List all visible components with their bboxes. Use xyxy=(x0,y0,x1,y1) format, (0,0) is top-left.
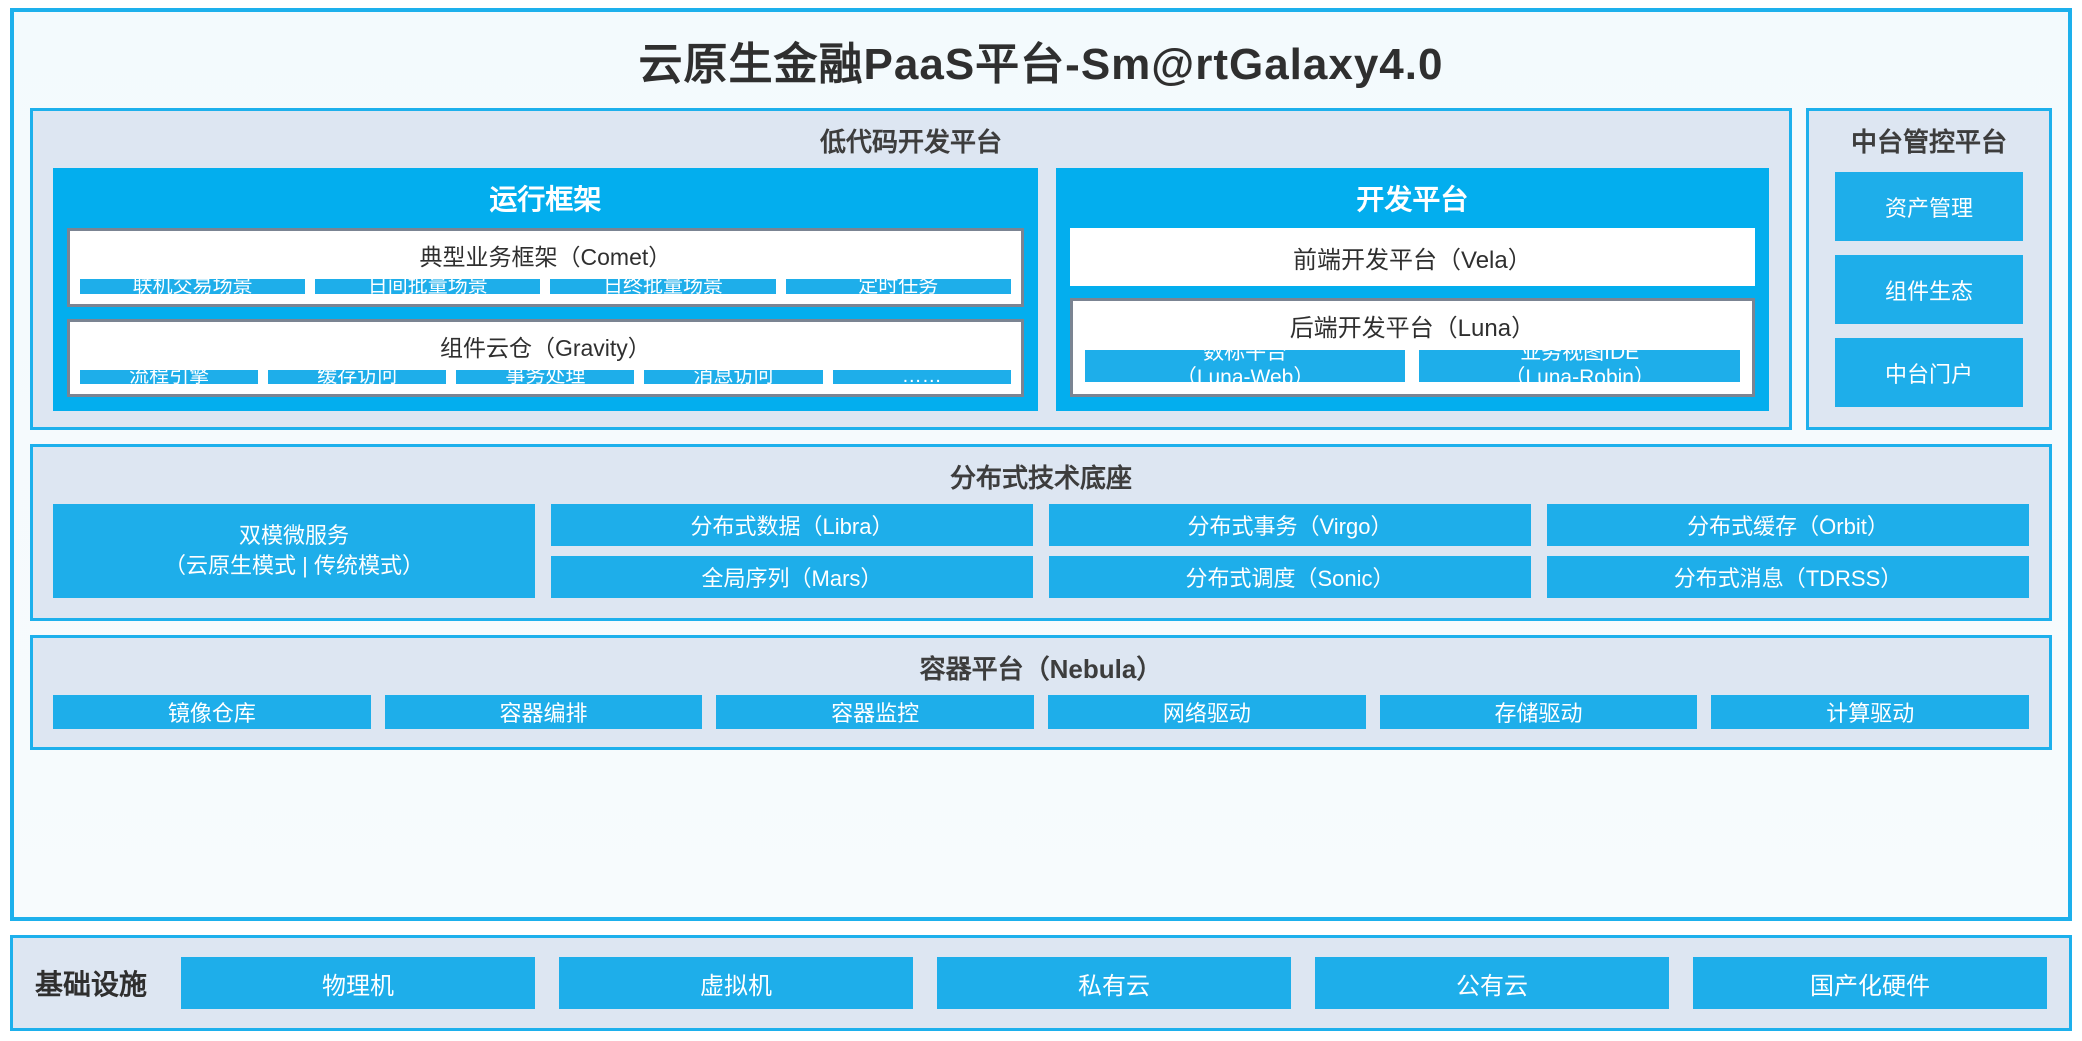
chip-global-sequence-mars[interactable]: 全局序列（Mars） xyxy=(551,556,1033,598)
chip-distributed-message-tdrss[interactable]: 分布式消息（TDRSS） xyxy=(1547,556,2029,598)
frontend-platform-vela[interactable]: 前端开发平台（Vela） xyxy=(1069,228,1755,286)
chip-online-transaction[interactable]: 联机交易场景 xyxy=(80,275,306,297)
techbase-column-1: 分布式数据（Libra） 全局序列（Mars） xyxy=(551,504,1033,598)
runtime-framework-groups: 典型业务框架（Comet） 联机交易场景 日间批量场景 日终批量场景 定时任务 … xyxy=(67,228,1024,397)
container-platform-body: 镜像仓库 容器编排 容器监控 网络驱动 存储驱动 计算驱动 xyxy=(33,695,2049,747)
chip-distributed-cache-orbit[interactable]: 分布式缓存（Orbit） xyxy=(1547,504,2029,546)
chip-transaction-processing[interactable]: 事务处理 xyxy=(456,365,635,387)
chip-dual-mode-microservice[interactable]: 双模微服务 （云原生模式 | 传统模式） xyxy=(53,504,535,598)
lowcode-platform-panel: 低代码开发平台 运行框架 典型业务框架（Comet） 联机交易场景 日间批量场景 xyxy=(30,108,1792,430)
techbase-panel: 分布式技术底座 双模微服务 （云原生模式 | 传统模式） 分布式数据（Libra… xyxy=(30,444,2052,621)
chip-network-driver[interactable]: 网络驱动 xyxy=(1048,695,1366,729)
gravity-chip-row: 流程引擎 缓存访问 事务处理 消息访问 …… xyxy=(80,365,1011,387)
runtime-framework-card: 运行框架 典型业务框架（Comet） 联机交易场景 日间批量场景 日终批量场景 … xyxy=(53,168,1038,411)
chip-distributed-data-libra[interactable]: 分布式数据（Libra） xyxy=(551,504,1033,546)
lowcode-platform-title: 低代码开发平台 xyxy=(819,127,1002,157)
infrastructure-label: 基础设施 xyxy=(35,969,148,1000)
chip-luna-robin-line1: 业务视图IDE xyxy=(1520,341,1640,365)
platform-frame: 云原生金融PaaS平台-Sm@rtGalaxy4.0 低代码开发平台 运行框架 … xyxy=(10,8,2072,921)
techbase-title: 分布式技术底座 xyxy=(949,463,1132,493)
chip-storage-driver[interactable]: 存储驱动 xyxy=(1379,695,1698,729)
chip-distributed-transaction-virgo[interactable]: 分布式事务（Virgo） xyxy=(1049,504,1531,546)
chip-image-repository[interactable]: 镜像仓库 xyxy=(53,695,371,729)
chip-cache-access[interactable]: 缓存访问 xyxy=(268,365,447,387)
chip-dual-mode-line1: 双模微服务 xyxy=(238,523,349,549)
midplatform-title: 中台管控平台 xyxy=(1850,127,2007,157)
chip-luna-robin[interactable]: 业务视图IDE （Luna-Robin） xyxy=(1419,341,1740,389)
comet-chip-row: 联机交易场景 日间批量场景 日终批量场景 定时任务 xyxy=(80,275,1011,297)
chip-compute-driver[interactable]: 计算驱动 xyxy=(1711,695,2030,729)
development-platform-body: 前端开发平台（Vela） 后端开发平台（Luna） 数标平台 （Luna-Web… xyxy=(1069,228,1755,397)
infrastructure-chip-row: 物理机 虚拟机 私有云 公有云 国产化硬件 xyxy=(181,957,2048,1009)
infrastructure-panel: 基础设施 物理机 虚拟机 私有云 公有云 国产化硬件 xyxy=(10,935,2072,1031)
luna-chip-row: 数标平台 （Luna-Web） 业务视图IDE （Luna-Robin） xyxy=(1084,341,1740,389)
techbase-column-3: 分布式缓存（Orbit） 分布式消息（TDRSS） xyxy=(1547,504,2029,598)
techbase-column-2: 分布式事务（Virgo） 分布式调度（Sonic） xyxy=(1049,504,1531,598)
chip-process-engine[interactable]: 流程引擎 xyxy=(80,365,259,387)
container-platform-title: 容器平台（Nebula） xyxy=(919,654,1163,684)
backend-platform-luna-group: 后端开发平台（Luna） 数标平台 （Luna-Web） 业务视图IDE （Lu… xyxy=(1069,298,1755,397)
chip-message-access[interactable]: 消息访问 xyxy=(644,365,823,387)
upper-row: 低代码开发平台 运行框架 典型业务框架（Comet） 联机交易场景 日间批量场景 xyxy=(30,108,2052,430)
container-platform-panel: 容器平台（Nebula） 镜像仓库 容器编排 容器监控 网络驱动 存储驱动 计算… xyxy=(30,635,2052,750)
gravity-group-title: 组件云仓（Gravity） xyxy=(439,334,651,361)
chip-dual-mode-line2: （云原生模式 | 传统模式） xyxy=(164,553,424,578)
techbase-body: 双模微服务 （云原生模式 | 传统模式） 分布式数据（Libra） 全局序列（M… xyxy=(33,504,2049,618)
page-title: 云原生金融PaaS平台-Sm@rtGalaxy4.0 xyxy=(638,40,1444,89)
chip-luna-web[interactable]: 数标平台 （Luna-Web） xyxy=(1084,341,1406,389)
chip-ellipsis[interactable]: …… xyxy=(832,365,1011,387)
chip-luna-web-line2: （Luna-Web） xyxy=(1175,366,1315,389)
chip-domestic-hardware[interactable]: 国产化硬件 xyxy=(1693,957,2048,1009)
chip-scheduled-task[interactable]: 定时任务 xyxy=(785,275,1011,297)
chip-virtual-machine[interactable]: 虚拟机 xyxy=(559,957,914,1009)
chip-private-cloud[interactable]: 私有云 xyxy=(937,957,1292,1009)
development-platform-title: 开发平台 xyxy=(1356,184,1469,215)
midplatform-body: 资产管理 组件生态 中台门户 xyxy=(1809,168,2049,427)
midplatform-panel: 中台管控平台 资产管理 组件生态 中台门户 xyxy=(1806,108,2052,430)
comet-group: 典型业务框架（Comet） 联机交易场景 日间批量场景 日终批量场景 定时任务 xyxy=(67,228,1024,307)
development-platform-card: 开发平台 前端开发平台（Vela） 后端开发平台（Luna） 数标平台 （Lun… xyxy=(1055,168,1769,411)
chip-midplatform-portal[interactable]: 中台门户 xyxy=(1835,338,2023,407)
chip-luna-robin-line2: （Luna-Robin） xyxy=(1504,366,1655,389)
chip-component-ecosystem[interactable]: 组件生态 xyxy=(1835,255,2023,324)
backend-platform-luna-title: 后端开发平台（Luna） xyxy=(1289,315,1536,342)
runtime-framework-title: 运行框架 xyxy=(489,184,602,215)
chip-asset-management[interactable]: 资产管理 xyxy=(1835,172,2023,241)
lowcode-platform-body: 运行框架 典型业务框架（Comet） 联机交易场景 日间批量场景 日终批量场景 … xyxy=(33,168,1789,427)
chip-distributed-scheduling-sonic[interactable]: 分布式调度（Sonic） xyxy=(1049,556,1531,598)
comet-group-title: 典型业务框架（Comet） xyxy=(419,244,672,270)
gravity-group: 组件云仓（Gravity） 流程引擎 缓存访问 事务处理 消息访问 …… xyxy=(67,318,1024,397)
chip-eod-batch[interactable]: 日终批量场景 xyxy=(550,275,776,297)
chip-luna-web-line1: 数标平台 xyxy=(1203,341,1288,365)
chip-container-orchestration[interactable]: 容器编排 xyxy=(384,695,703,729)
chip-public-cloud[interactable]: 公有云 xyxy=(1315,957,1670,1009)
chip-physical-machine[interactable]: 物理机 xyxy=(181,957,536,1009)
chip-container-monitoring[interactable]: 容器监控 xyxy=(716,695,1035,729)
chip-intraday-batch[interactable]: 日间批量场景 xyxy=(315,275,541,297)
